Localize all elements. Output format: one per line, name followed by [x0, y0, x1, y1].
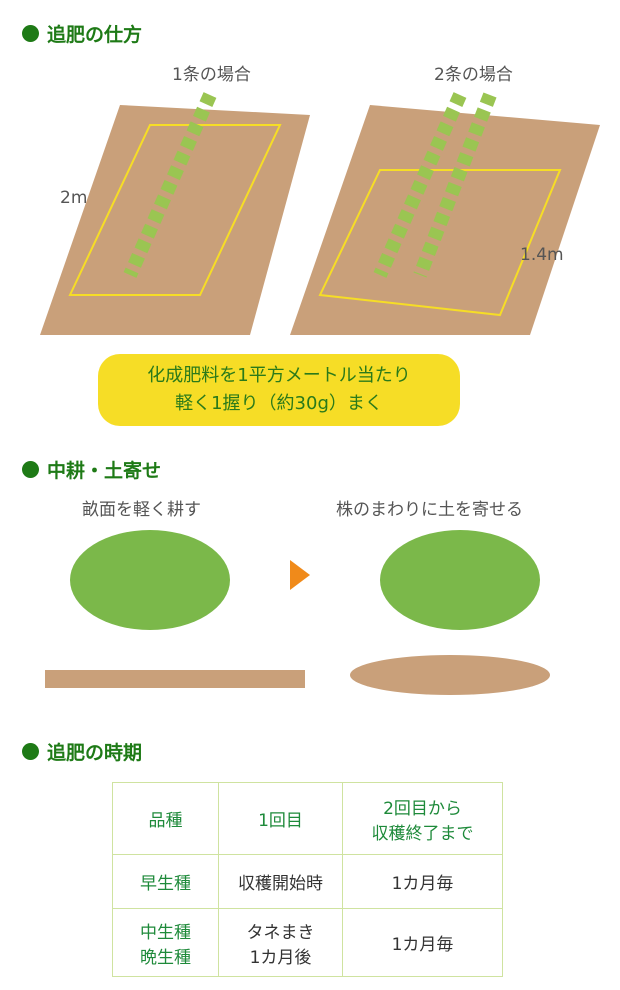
fertilizer-callout: 化成肥料を1平方メートル当たり 軽く1握り（約30g）まく	[98, 354, 460, 426]
cell-variety: 中生種晩生種	[112, 908, 219, 977]
length-two: 1.4m	[520, 245, 564, 265]
section-title: 追肥の仕方	[47, 24, 143, 46]
step2-label: 株のまわりに土を寄せる	[336, 500, 523, 520]
cell-first: 収穫開始時	[218, 854, 343, 909]
section-header-timing: 追肥の時期	[22, 738, 142, 765]
cell-after: 1カ月毎	[342, 854, 503, 909]
bullet-icon	[22, 25, 39, 42]
header-after: 2回目から収穫終了まで	[342, 782, 503, 855]
section-title: 追肥の時期	[47, 742, 143, 764]
cultivate-illustration	[45, 530, 550, 695]
section-header-cultivate: 中耕・土寄せ	[22, 456, 161, 483]
bullet-icon	[22, 743, 39, 760]
cell-variety: 早生種	[112, 854, 219, 909]
header-variety: 品種	[112, 782, 219, 855]
step1-label: 畝面を軽く耕す	[82, 500, 201, 520]
timing-table: 品種 1回目 2回目から収穫終了まで 早生種 収穫開始時 1カ月毎 中生種晩生種…	[112, 782, 503, 977]
section-header-method: 追肥の仕方	[22, 20, 142, 47]
length-one: 2m	[60, 188, 88, 208]
bed-illustration	[40, 92, 600, 335]
callout-line1: 化成肥料を1平方メートル当たり	[147, 365, 411, 386]
cell-after: 1カ月毎	[342, 908, 503, 977]
two-row-label: 2条の場合	[434, 65, 513, 85]
header-first: 1回目	[218, 782, 343, 855]
bullet-icon	[22, 461, 39, 478]
section-title: 中耕・土寄せ	[47, 460, 162, 482]
callout-line2: 軽く1握り（約30g）まく	[175, 393, 383, 414]
one-row-label: 1条の場合	[172, 65, 251, 85]
